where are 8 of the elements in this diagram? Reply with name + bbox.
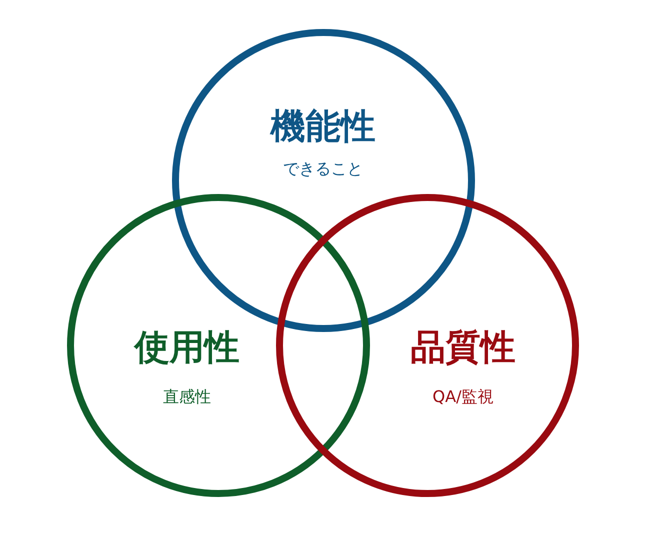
circle-heading: 品質性 [410,328,516,367]
circle-heading: 機能性 [270,108,376,146]
venn-circle [66,194,370,496]
circle-subtitle: できること [283,160,363,178]
circle-heading: 使用性 [134,328,240,367]
venn-circle [276,194,578,496]
circle-subtitle: 直感性 [163,388,211,406]
circle-subtitle: QA/監視 [432,388,494,406]
